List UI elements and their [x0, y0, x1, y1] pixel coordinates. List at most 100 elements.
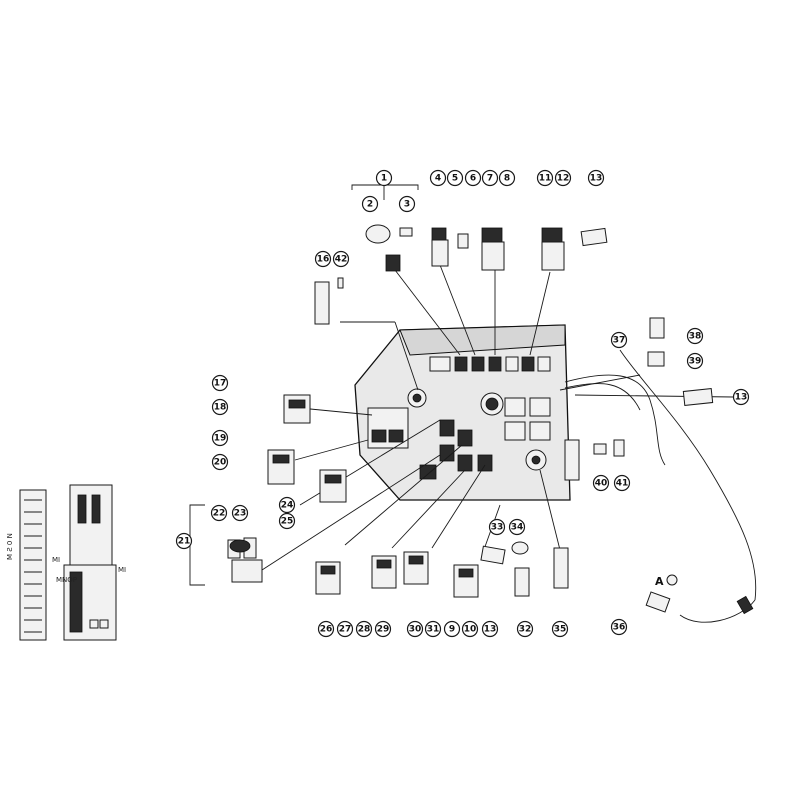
callout-c6: 6: [464, 169, 482, 187]
callout-c33: 33: [488, 518, 506, 536]
inset-label-mi-right: MI: [118, 566, 126, 574]
callout-c13a: 13: [587, 169, 605, 187]
callout-number: 4: [435, 174, 441, 184]
callout-circle: [481, 169, 499, 187]
callout-number: 8: [504, 174, 510, 184]
callout-number: 13: [590, 174, 603, 184]
callout-number: 36: [613, 623, 626, 633]
callout-circle: [610, 331, 628, 349]
inset-schematic: M Ƨ 0 N MI MNOP MI: [6, 484, 126, 641]
callout-number: 38: [689, 332, 702, 342]
callout-number: 39: [689, 357, 702, 367]
callout-circle: [317, 620, 335, 638]
callout-c28: 28: [355, 620, 373, 638]
callout-circle: [332, 250, 350, 268]
callout-c8: 8: [498, 169, 516, 187]
callout-circle: [461, 620, 479, 638]
callout-number: 21: [178, 537, 191, 547]
callout-circle: [355, 620, 373, 638]
callout-circle: [424, 620, 442, 638]
view-arrow-icon: [666, 574, 678, 586]
callout-circle: [508, 518, 526, 536]
callout-number: 24: [281, 501, 294, 511]
callout-circle: [406, 620, 424, 638]
callout-c37: 37: [610, 331, 628, 349]
part-knob: [365, 224, 391, 244]
callout-circle: [374, 620, 392, 638]
callout-circle: [211, 453, 229, 471]
callout-circle: [732, 388, 750, 406]
callout-circle: [278, 496, 296, 514]
callout-c29: 29: [374, 620, 392, 638]
callout-circle: [429, 169, 447, 187]
callout-number: 28: [358, 625, 371, 635]
callout-c40: 40: [592, 474, 610, 492]
callout-c5: 5: [446, 169, 464, 187]
callout-number: 34: [511, 523, 524, 533]
callout-circle: [551, 620, 569, 638]
callout-c38: 38: [686, 327, 704, 345]
callout-number: 16: [317, 255, 330, 265]
callout-number: 40: [595, 479, 608, 489]
callout-circle: [278, 512, 296, 530]
callout-number: 6: [470, 174, 476, 184]
callout-number: 35: [554, 625, 567, 635]
callout-number: 42: [335, 255, 348, 265]
callout-c32: 32: [516, 620, 534, 638]
callout-number: 10: [464, 625, 477, 635]
callout-number: 7: [487, 174, 493, 184]
inset-vertical-text: M Ƨ 0 N: [6, 533, 14, 560]
callout-number: 29: [377, 625, 390, 635]
callout-circle: [592, 474, 610, 492]
leader-lines: [189, 184, 734, 586]
callout-circle: [211, 429, 229, 447]
callout-c21: 21: [175, 532, 193, 550]
callout-c34: 34: [508, 518, 526, 536]
callout-circle: [375, 169, 393, 187]
callout-number: 33: [491, 523, 504, 533]
callout-number: 13: [484, 625, 497, 635]
callout-c2: 2: [361, 195, 379, 213]
callout-c10: 10: [461, 620, 479, 638]
callout-number: 37: [613, 336, 626, 346]
callout-circle: [443, 620, 461, 638]
callout-c13c: 13: [481, 620, 499, 638]
callout-circle: [336, 620, 354, 638]
callout-circle: [488, 518, 506, 536]
inset-label-mi-top: MI: [52, 556, 60, 564]
callout-c23: 23: [231, 504, 249, 522]
callout-c26: 26: [317, 620, 335, 638]
callout-number: 19: [214, 434, 227, 444]
callout-circle: [211, 398, 229, 416]
inset-label-mnop: MNOP: [56, 576, 77, 584]
callout-number: 12: [557, 174, 570, 184]
callout-c11: 11: [536, 169, 554, 187]
callout-circle: [211, 374, 229, 392]
callout-c36: 36: [610, 618, 628, 636]
callout-number: 11: [539, 174, 552, 184]
callout-c24: 24: [278, 496, 296, 514]
callout-circle: [587, 169, 605, 187]
callout-circle: [175, 532, 193, 550]
callout-c42: 42: [332, 250, 350, 268]
callout-circle: [613, 474, 631, 492]
callout-circle: [314, 250, 332, 268]
callout-c19: 19: [211, 429, 229, 447]
callout-circle: [446, 169, 464, 187]
callout-number: 31: [427, 625, 440, 635]
callout-c9: 9: [443, 620, 461, 638]
callout-number: 13: [735, 393, 748, 403]
central-console: [354, 324, 580, 501]
callout-c27: 27: [336, 620, 354, 638]
callout-number: 1: [381, 174, 387, 184]
callout-number: 22: [213, 509, 226, 519]
callout-c30: 30: [406, 620, 424, 638]
callout-circle: [536, 169, 554, 187]
callout-circle: [610, 618, 628, 636]
callout-number: 30: [409, 625, 422, 635]
callout-number: 23: [234, 509, 247, 519]
inset-strip-ticks: [24, 499, 42, 633]
